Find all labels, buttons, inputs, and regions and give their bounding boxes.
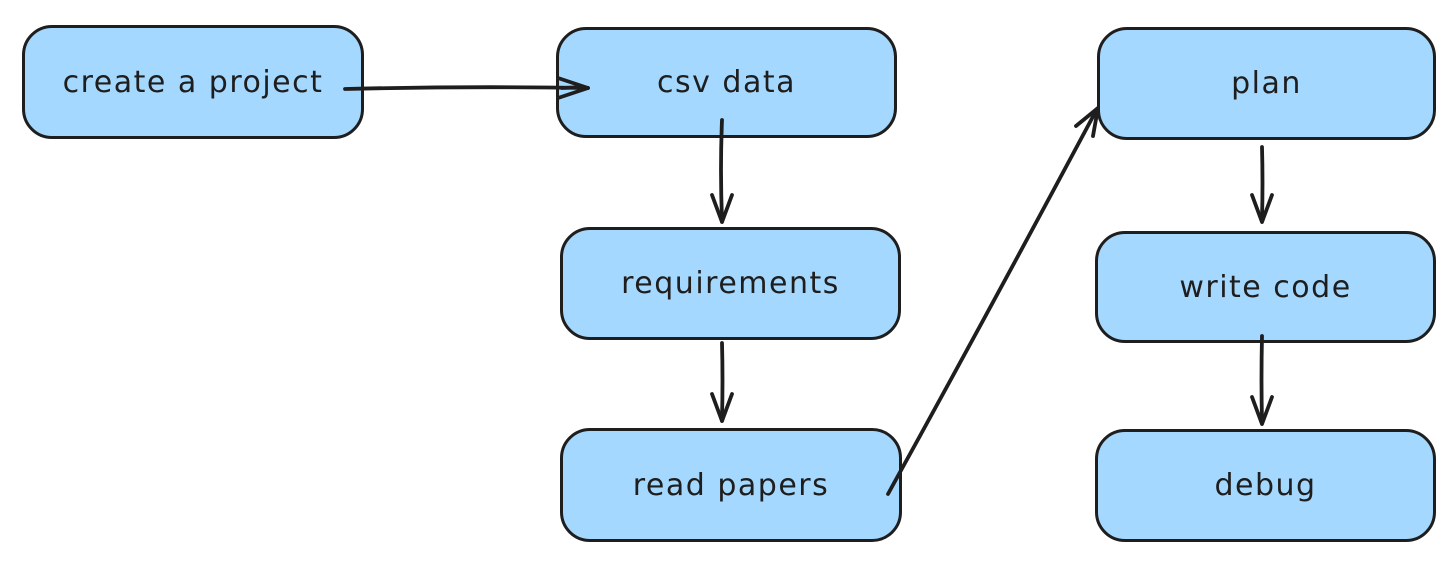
edge-line — [343, 85, 590, 91]
edge-create-a-project-to-csv-data — [343, 76, 590, 100]
edge-read-papers-to-plan — [886, 106, 1100, 496]
arrowhead-icon — [710, 392, 734, 423]
node-create-a-project: create a project — [22, 25, 364, 139]
edge-line — [1260, 145, 1265, 221]
arrowhead-icon — [1250, 395, 1274, 426]
node-read-papers: read papers — [560, 428, 902, 542]
node-requirements: requirements — [560, 227, 901, 340]
arrowhead-icon — [710, 193, 734, 224]
arrowhead-icon — [1074, 106, 1100, 138]
edge-plan-to-write-code — [1250, 145, 1274, 224]
edge-line — [720, 341, 725, 421]
edge-requirements-to-read-papers — [710, 341, 734, 423]
node-plan: plan — [1097, 27, 1436, 140]
node-debug: debug — [1095, 429, 1436, 542]
node-write-code: write code — [1095, 231, 1436, 343]
edge-line — [1259, 334, 1264, 423]
arrowhead-icon — [1250, 193, 1274, 224]
edge-line — [886, 107, 1099, 496]
node-csv-data: csv data — [556, 27, 897, 138]
edge-write-code-to-debug — [1250, 334, 1274, 426]
